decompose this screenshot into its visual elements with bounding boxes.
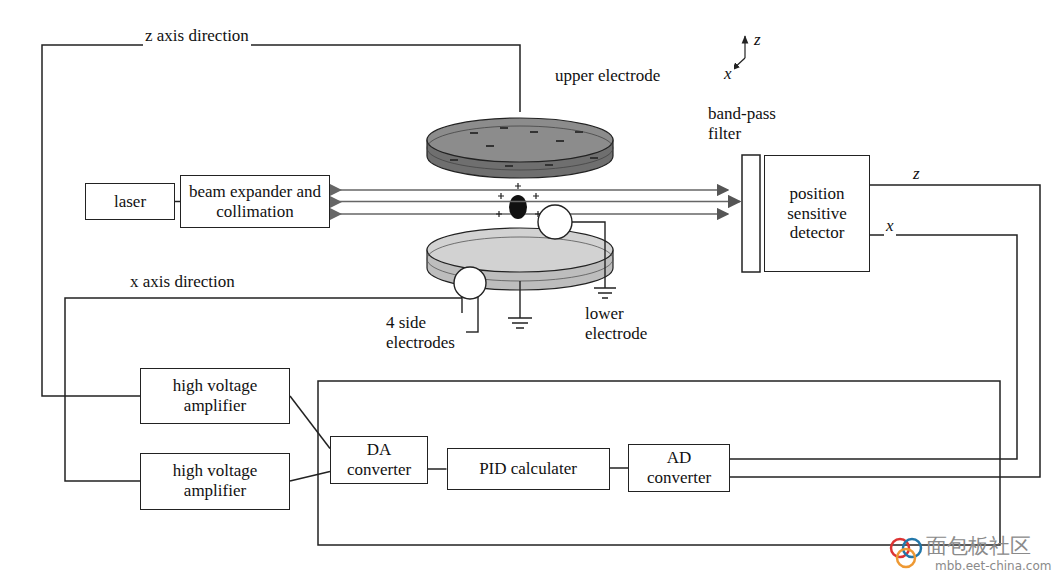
negative-charges <box>450 128 598 166</box>
box-text: AD converter <box>636 448 722 487</box>
converter-box: DA converter <box>330 436 428 483</box>
box-text: PID calculater <box>479 459 577 479</box>
box-text: position sensitive detector <box>772 184 862 243</box>
signal-label: z <box>911 164 922 184</box>
part-label: band-pass filter <box>706 104 790 143</box>
watermark-logo <box>891 539 921 567</box>
part-label: upper electrode <box>553 66 662 86</box>
part-label: 4 side electrodes <box>384 313 466 352</box>
watermark: 面包板社区 <box>924 534 1033 558</box>
wire-label: z axis direction <box>143 26 251 46</box>
z-axis-wire <box>42 45 520 396</box>
amplifier-box: high voltage amplifier <box>140 453 290 510</box>
box-text: high voltage amplifier <box>148 461 282 500</box>
controller-box <box>318 381 1000 545</box>
axis-indicator <box>732 36 745 70</box>
box-text: high voltage amplifier <box>148 376 282 415</box>
watermark: mbb.eet-china.com <box>933 560 1053 574</box>
levitated-particle <box>509 195 527 219</box>
box-text: beam expander and collimation <box>188 182 322 221</box>
detector-box: position sensitive detector <box>764 155 870 272</box>
connector <box>290 472 330 481</box>
wire-label: x axis direction <box>128 272 237 292</box>
axis-label: x <box>722 64 734 84</box>
connector <box>330 201 740 203</box>
connector <box>428 468 447 470</box>
axis-label: z <box>752 30 763 50</box>
band-pass-filter <box>742 155 760 272</box>
signal-label: x <box>884 216 896 236</box>
box-text: laser <box>114 192 146 212</box>
connector <box>610 467 629 469</box>
positive-charges <box>496 183 541 217</box>
part-label: lower electrode <box>583 304 667 343</box>
optics-box: beam expander and collimation <box>180 175 330 228</box>
controller-box: PID calculater <box>447 448 610 490</box>
amplifier-box: high voltage amplifier <box>140 368 290 424</box>
connector <box>290 396 330 448</box>
light-source-box: laser <box>85 183 175 220</box>
upper-electrode <box>427 118 613 178</box>
converter-box: AD converter <box>628 444 730 491</box>
box-text: DA converter <box>338 440 420 479</box>
